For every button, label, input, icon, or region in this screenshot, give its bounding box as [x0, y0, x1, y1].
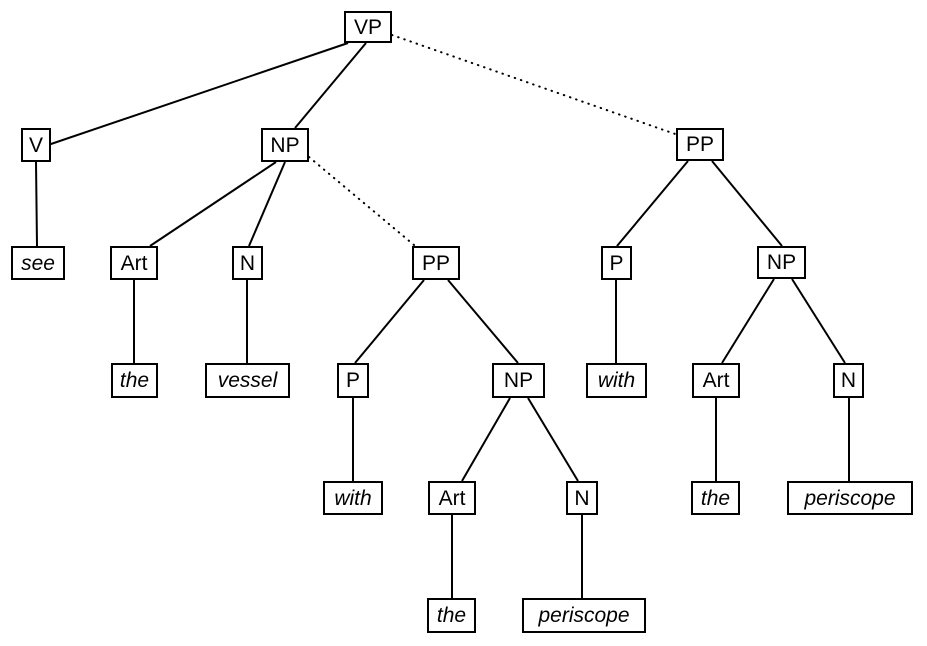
tree-leaf-node-the1[interactable]: the — [111, 363, 158, 398]
tree-category-node-p_right[interactable]: P — [601, 246, 632, 280]
tree-edge-pp_mid-to-p_mid — [354, 279, 425, 364]
tree-edge-pp_right-to-p_right — [616, 160, 689, 247]
tree-category-node-n_mid[interactable]: N — [566, 481, 598, 515]
tree-leaf-node-vessel[interactable]: vessel — [205, 363, 290, 398]
tree-edge-np_right-to-art_right — [721, 278, 775, 364]
tree-category-node-vp[interactable]: VP — [344, 11, 392, 43]
tree-leaf-node-the_r[interactable]: the — [691, 481, 740, 515]
tree-edge-vp-to-np1 — [294, 42, 367, 129]
tree-leaf-node-the_m[interactable]: the — [427, 598, 476, 633]
tree-category-node-pp_mid[interactable]: PP — [412, 246, 460, 280]
tree-edge-pp_mid-to-np_mid — [447, 279, 519, 364]
tree-category-node-n1[interactable]: N — [232, 246, 263, 280]
tree-edge-np1-to-n1 — [248, 161, 286, 247]
tree-leaf-node-with_r[interactable]: with — [586, 363, 647, 398]
tree-category-node-np1[interactable]: NP — [261, 128, 309, 162]
tree-edge-v-to-see — [35, 161, 38, 247]
tree-category-node-n_right[interactable]: N — [833, 363, 864, 398]
tree-edge-pp_right-to-np_right — [711, 160, 783, 247]
tree-category-node-art1[interactable]: Art — [110, 246, 158, 280]
tree-leaf-node-with_m[interactable]: with — [323, 481, 383, 515]
tree-category-node-art_mid[interactable]: Art — [428, 481, 476, 515]
tree-edge-np1-to-pp_mid — [308, 156, 415, 246]
tree-edge-np1-to-art1 — [149, 161, 277, 247]
tree-category-node-pp_right[interactable]: PP — [676, 128, 724, 161]
tree-leaf-node-persc_m[interactable]: periscope — [522, 598, 646, 633]
tree-leaf-node-see[interactable]: see — [11, 246, 65, 280]
tree-category-node-np_right[interactable]: NP — [757, 246, 806, 279]
tree-leaf-node-persc_r[interactable]: periscope — [787, 481, 913, 515]
tree-edge-np_right-to-n_right — [791, 278, 846, 364]
tree-category-node-np_mid[interactable]: NP — [492, 363, 545, 398]
tree-category-node-p_mid[interactable]: P — [337, 363, 369, 398]
tree-edge-np_mid-to-n_mid — [527, 397, 579, 482]
tree-category-node-v[interactable]: V — [21, 128, 51, 162]
tree-edge-vp-to-pp_right — [391, 34, 679, 136]
tree-edge-np_mid-to-art_mid — [461, 397, 511, 482]
tree-category-node-art_right[interactable]: Art — [692, 363, 740, 398]
